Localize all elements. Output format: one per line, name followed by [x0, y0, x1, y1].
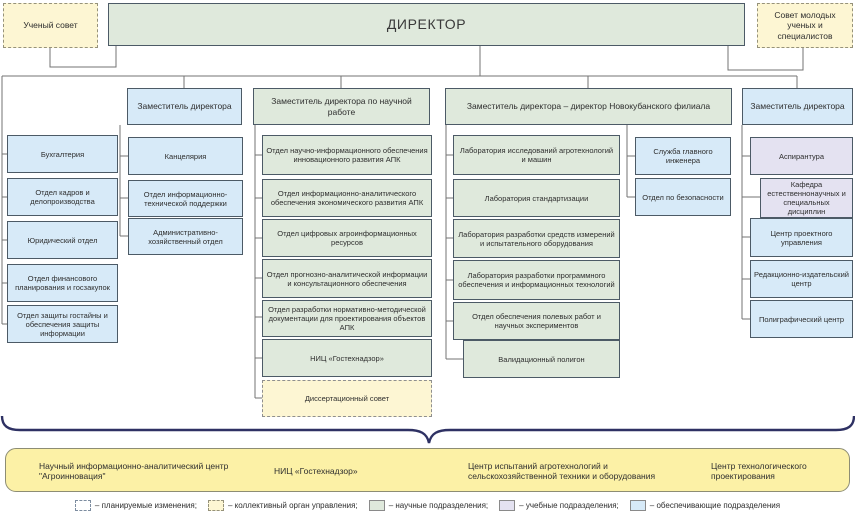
unit-legal: Юридический отдел [7, 221, 118, 259]
lab-agrotech-research: Лаборатория исследований агротехнологий … [453, 135, 620, 175]
planned-structures-panel: Научный информационно-аналитический цент… [5, 448, 850, 492]
deputy-branch-box: Заместитель директора – директор Новокуб… [445, 88, 732, 125]
legend-label-educational: – учебные подразделения; [519, 501, 619, 510]
deputy-admin-box: Заместитель директора [127, 88, 242, 125]
legend-label-collective: – коллективный орган управления; [227, 501, 358, 510]
unit-norm-docs: Отдел разработки нормативно-методической… [262, 300, 432, 337]
deputy-science-box: Заместитель директора по научной работе [253, 88, 430, 125]
unit-accounting: Бухгалтерия [7, 135, 118, 173]
unit-printing-center: Полиграфический центр [750, 300, 853, 338]
unit-finance: Отдел финансового планирования и госзаку… [7, 264, 118, 302]
planned-design-center: Центр технологического проектирования [711, 460, 807, 481]
legend-item-collective: – коллективный орган управления; [207, 500, 358, 511]
legend-label-planned: – планируемые изменения; [94, 501, 197, 510]
unit-sci-info: Отдел научно-информационного обеспечения… [262, 135, 432, 175]
unit-admin-household: Административно-хозяйственный отдел [128, 218, 243, 255]
legend-item-planned: – планируемые изменения; [74, 500, 197, 511]
unit-digital-agro: Отдел цифровых агроинформационных ресурс… [262, 219, 432, 257]
unit-security: Отдел по безопасности [635, 178, 731, 216]
legend-swatch-scientific [368, 500, 385, 511]
dissertation-council-box: Диссертационный совет [262, 380, 432, 417]
lab-measurement: Лаборатория разработки средств измерений… [453, 219, 620, 258]
legend-item-scientific: – научные подразделения; [368, 500, 489, 511]
lab-standardization: Лаборатория стандартизации [453, 179, 620, 217]
unit-hr-office: Отдел кадров и делопроизводства [7, 178, 118, 216]
unit-forecast: Отдел прогнозно-аналитической информации… [262, 259, 432, 298]
deputy-general-box: Заместитель директора [742, 88, 853, 125]
legend-label-scientific: – научные подразделения; [388, 501, 489, 510]
unit-secrecy: Отдел защиты гостайны и обеспечения защи… [7, 305, 118, 343]
legend: – планируемые изменения; – коллективный … [0, 500, 855, 511]
validation-ground-box: Валидационный полигон [463, 340, 620, 378]
unit-project-center: Центр проектного управления [750, 218, 853, 257]
legend-swatch-educational [499, 500, 516, 511]
unit-field-works: Отдел обеспечения полевых работ и научны… [453, 302, 620, 340]
legend-item-educational: – учебные подразделения; [499, 500, 619, 511]
unit-nic-gostekhnadzor: НИЦ «Гостехнадзор» [262, 339, 432, 377]
brace [0, 415, 855, 444]
unit-publishing-center: Редакционно-издательский центр [750, 260, 853, 298]
unit-aspirantura: Аспирантура [750, 137, 853, 175]
planned-agroinnovation: Научный информационно-аналитический цент… [39, 460, 229, 481]
director-box: ДИРЕКТОР [108, 3, 745, 46]
lab-software: Лаборатория разработки программного обес… [453, 260, 620, 300]
legend-item-support: – обеспечивающие подразделения [629, 500, 781, 511]
young-scientists-council-box: Совет молодых ученых и специалистов [757, 3, 853, 48]
scientific-council-box: Ученый совет [3, 3, 98, 48]
planned-gostekhnadzor: НИЦ «Гостехнадзор» [274, 465, 358, 476]
unit-chancery: Канцелярия [128, 137, 243, 175]
legend-swatch-planned [74, 500, 91, 511]
unit-info-analytic: Отдел информационно-аналитического обесп… [262, 179, 432, 217]
unit-kafedra: Кафедра естественнонаучных и специальных… [760, 178, 853, 218]
legend-swatch-support [629, 500, 646, 511]
unit-it-support: Отдел информационно-технической поддержк… [128, 180, 243, 217]
unit-chief-engineer: Служба главного инженера [635, 137, 731, 175]
planned-test-center: Центр испытаний агротехнологий и сельско… [468, 460, 656, 481]
legend-swatch-collective [207, 500, 224, 511]
legend-label-support: – обеспечивающие подразделения [649, 501, 781, 510]
